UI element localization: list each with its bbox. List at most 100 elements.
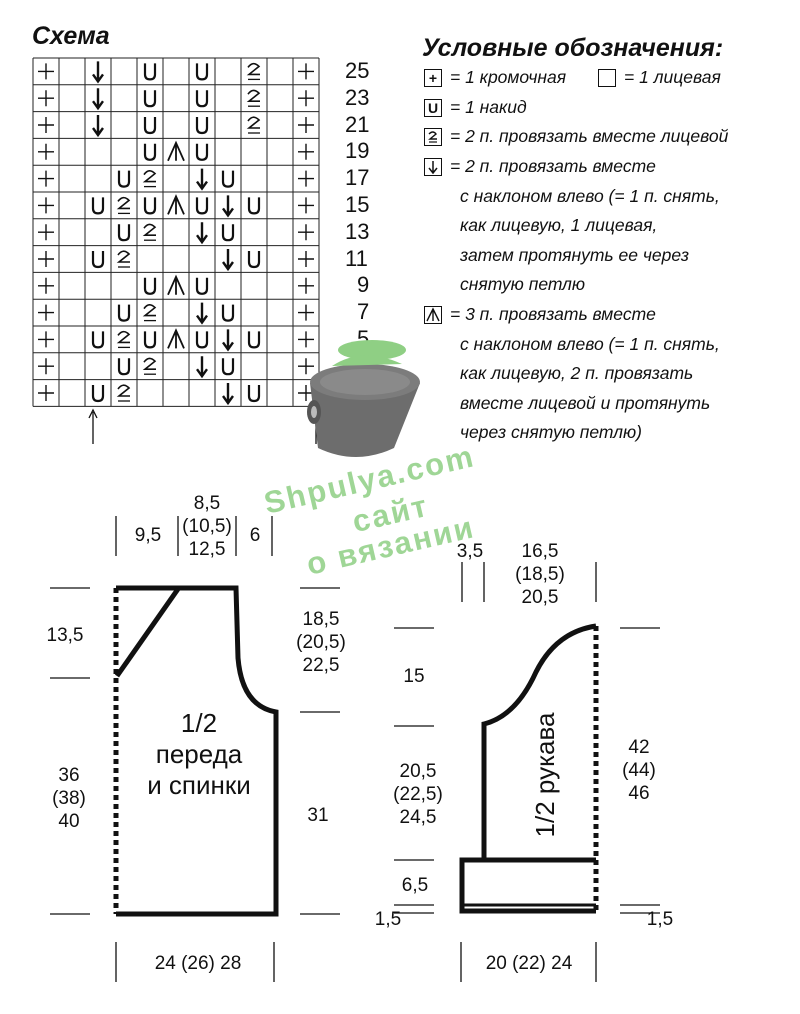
- ssk-icon: [222, 249, 234, 272]
- edge-stitch-icon: [38, 331, 54, 348]
- legend-line: через снятую петлю): [460, 422, 642, 442]
- ssk-icon: [196, 356, 208, 379]
- sleeve-hem-left-dim: 1,5: [374, 909, 402, 930]
- edge-stitch-icon: [38, 63, 54, 80]
- yarn-over-icon: [117, 358, 131, 376]
- edge-stitch-icon: [298, 63, 314, 80]
- yarn-over-icon: [221, 170, 235, 188]
- sleeve-cuff-dim: 6,5: [401, 875, 429, 896]
- yarn-over-icon: [143, 143, 157, 161]
- body-width-dim: 24 (26) 28: [154, 953, 242, 974]
- legend-line: с наклоном влево (= 1 п. снять,: [460, 333, 720, 354]
- yarn-over-icon: [117, 170, 131, 188]
- ssk-icon: [222, 329, 234, 352]
- legend-line: как лицевую, 2 п. провязать: [460, 363, 694, 383]
- edge-stitch-icon: [298, 197, 314, 214]
- knit-stitch-icon: [598, 69, 616, 87]
- yarn-over-icon: [195, 331, 209, 349]
- legend-edge: = 1 кромочная: [450, 67, 567, 87]
- yarn-over-icon: [247, 251, 261, 269]
- edge-stitch-icon: [38, 304, 54, 321]
- k2tog-icon: [116, 196, 131, 215]
- yarn-over-icon: [247, 331, 261, 349]
- ssk-icon: [196, 302, 208, 325]
- k2tog-icon: [142, 223, 157, 241]
- row-number: 21: [345, 111, 370, 137]
- yarn-over-icon: [143, 117, 157, 135]
- legend-knit: = 1 лицевая: [624, 67, 721, 87]
- body-shoulder-dim: 6: [249, 525, 261, 546]
- sk2p-icon: [424, 306, 442, 324]
- sleeve-top-left-dim: 3,5: [456, 541, 484, 562]
- edge-stitch-icon: [298, 170, 314, 187]
- sleeve-width-dim: 20 (22) 24: [485, 953, 573, 974]
- edge-stitch-icon: [298, 331, 314, 348]
- yarn-over-icon: [195, 277, 209, 295]
- yarn-over-icon: [247, 385, 261, 403]
- dimension-lines: [50, 516, 660, 982]
- row-number: 25: [345, 58, 370, 83]
- sleeve-hem-right-dim: 1,5: [646, 909, 674, 930]
- yarn-over-icon: [195, 90, 209, 108]
- sleeve-top-right-dim: 16,5(18,5)20,5: [515, 541, 565, 608]
- body-side-right-dim: 31: [307, 805, 329, 826]
- edge-stitch-icon: [38, 277, 54, 294]
- ssk-icon: [92, 88, 104, 111]
- edge-stitch-icon: [38, 117, 54, 133]
- yarn-over-icon: [221, 304, 235, 322]
- yarn-over-icon: [91, 197, 105, 215]
- stitch-chart: [32, 57, 321, 444]
- legend-line: затем протянуть ее через: [460, 244, 690, 265]
- scheme-title: Схема: [32, 22, 110, 50]
- row-number: 19: [345, 138, 370, 164]
- body-side-dim: 36(38)40: [52, 765, 86, 832]
- k2tog-icon: [424, 128, 442, 146]
- edge-stitch-icon: [298, 358, 314, 375]
- legend-line: вместе лицевой и протянуть: [460, 392, 711, 413]
- ssk-icon: [92, 115, 104, 138]
- sleeve-mid-dim: 20,5(22,5)24,5: [393, 761, 443, 828]
- sleeve-piece: [459, 623, 599, 914]
- yarn-over-icon: [91, 385, 105, 403]
- edge-stitch-icon: [298, 143, 314, 160]
- row-number: 9: [357, 272, 370, 298]
- chart-grid-lines: [32, 57, 320, 407]
- ssk-icon: [196, 168, 208, 191]
- yarn-over-icon: [221, 358, 235, 376]
- yarn-over-icon: [143, 90, 157, 108]
- edge-stitch-icon: [298, 90, 314, 107]
- yarn-over-icon: [91, 331, 105, 349]
- edge-stitch-icon: [38, 385, 54, 401]
- legend-k2tog: = 2 п. провязать вместе лицевой: [450, 126, 729, 146]
- body-top-left-dim: 9,5: [134, 525, 162, 546]
- edge-stitch-icon: [38, 251, 54, 267]
- k2tog-icon: [142, 170, 157, 188]
- yarn-over-icon: [143, 63, 157, 81]
- k2tog-icon: [142, 304, 157, 322]
- k2tog-icon: [116, 250, 131, 268]
- row-number: 23: [345, 84, 370, 110]
- yarn-over-icon: [195, 63, 209, 81]
- sleeve-piece-title: 1/2 рукава: [530, 712, 560, 838]
- row-number: 11: [345, 245, 368, 271]
- yarn-over-icon: [143, 197, 157, 215]
- edge-stitch-icon: [38, 197, 54, 214]
- legend-line: как лицевую, 1 лицевая,: [460, 215, 658, 235]
- k2tog-icon: [116, 384, 131, 402]
- edge-stitch-icon: [298, 304, 314, 321]
- yarn-over-icon: [117, 304, 131, 322]
- body-neck-depth-dim: 13,5: [46, 625, 84, 646]
- yarn-over-icon: [221, 224, 235, 242]
- legend-line: с наклоном влево (= 1 п. снять,: [460, 185, 720, 206]
- k2tog-icon: [246, 62, 261, 81]
- yarn-spool-icon: [307, 340, 420, 457]
- ssk-icon: [92, 61, 104, 84]
- legend-line: = 2 п. провязать вместе: [450, 156, 656, 176]
- legend-title: Условные обозначения:: [422, 34, 724, 62]
- yarn-over-icon: [143, 277, 157, 295]
- yarn-over-icon: U: [424, 99, 442, 117]
- k2tog-icon: [116, 330, 131, 349]
- yarn-over-icon: [195, 197, 209, 215]
